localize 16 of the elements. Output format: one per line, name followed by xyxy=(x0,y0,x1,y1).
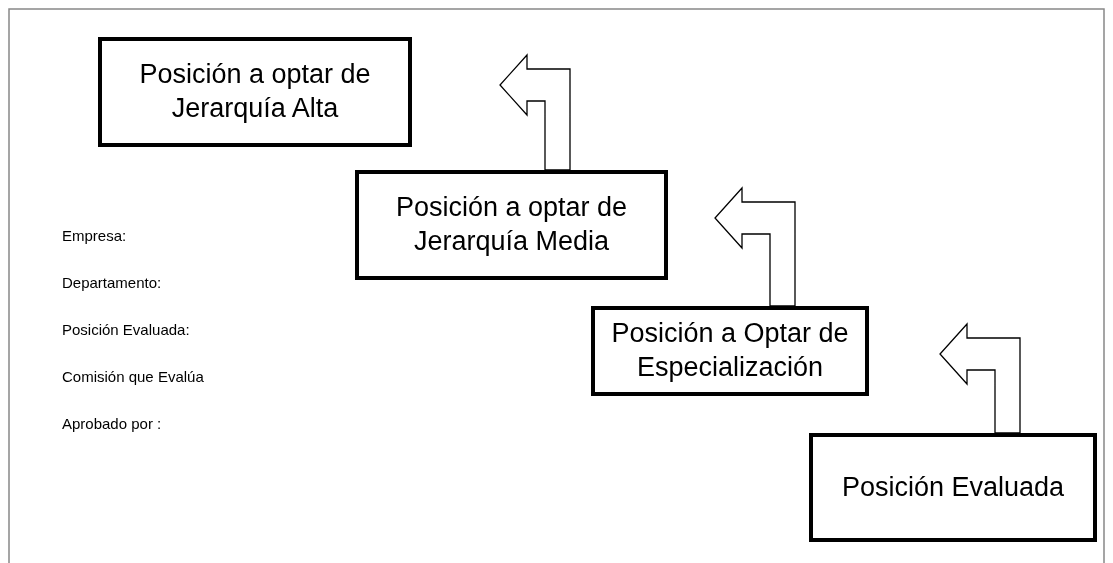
block-arrow xyxy=(499,53,571,171)
form-field-label: Posición Evaluada: xyxy=(62,321,190,338)
form-field-label: Aprobado por : xyxy=(62,415,162,432)
box-text: Posición Evaluada xyxy=(841,470,1065,504)
process-box xyxy=(355,170,668,280)
process-box xyxy=(98,37,412,147)
form-field-label: Departamento: xyxy=(62,274,162,291)
form-field-label: Comisión que Evalúa xyxy=(62,368,204,385)
box-text: Posición a optar de Jerarquía Alta xyxy=(138,58,372,125)
box-text: Posición a Optar de Especialización xyxy=(610,317,850,384)
block-arrow xyxy=(714,186,796,307)
process-box xyxy=(591,306,869,396)
box-text: Posición a optar de Jerarquía Media xyxy=(394,191,629,258)
form-field-label: Empresa: xyxy=(62,227,127,244)
process-box xyxy=(809,433,1097,542)
block-arrow xyxy=(939,322,1021,434)
